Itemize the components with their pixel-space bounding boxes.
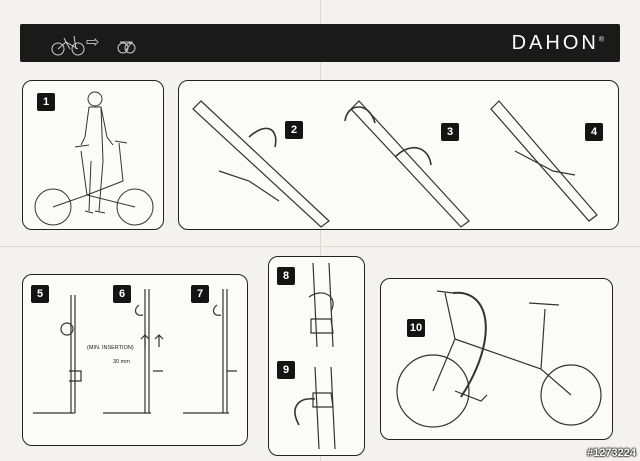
step-number-7: 7 xyxy=(191,285,209,303)
step-number-3: 3 xyxy=(441,123,459,141)
panel-steps-2-4: 2 3 4 xyxy=(178,80,619,230)
min-insertion-label: (MIN. INSERTION) xyxy=(87,345,134,351)
step-number-10: 10 xyxy=(407,319,425,337)
step-number-4: 4 xyxy=(585,123,603,141)
step-number-8: 8 xyxy=(277,267,295,285)
watermark: #1273224 xyxy=(587,447,636,459)
step-number-1: 1 xyxy=(37,93,55,111)
handlebar-folding-illustration xyxy=(192,100,598,228)
step-number-9: 9 xyxy=(277,361,295,379)
brand-logo: DAHON® xyxy=(512,32,604,55)
panel-step-10: 10 xyxy=(380,278,613,440)
fold-line-vertical xyxy=(320,0,321,461)
step-number-5: 5 xyxy=(31,285,49,303)
step-number-6: 6 xyxy=(113,285,131,303)
brand-name: DAHON xyxy=(511,32,599,54)
measure-label: 30 mm xyxy=(113,359,130,365)
seatpost-illustration xyxy=(33,289,237,414)
step-number-2: 2 xyxy=(285,121,303,139)
registered-mark: ® xyxy=(598,36,604,44)
frame-latch-illustration xyxy=(294,262,336,450)
panel-steps-5-7: 5 6 7 (MIN. INSERTION) 30 mm xyxy=(22,274,248,446)
folded-bike-illustration xyxy=(396,290,602,428)
bike-fold-icon xyxy=(51,35,136,56)
fold-arrow: ⇨ xyxy=(86,34,100,51)
panel-steps-8-9: 8 9 xyxy=(268,256,365,456)
fold-line-horizontal xyxy=(0,246,640,247)
rider-with-bike-illustration xyxy=(34,91,154,226)
header-bar: ⇨ DAHON® xyxy=(20,24,620,62)
panel-step-1: 1 xyxy=(22,80,164,230)
